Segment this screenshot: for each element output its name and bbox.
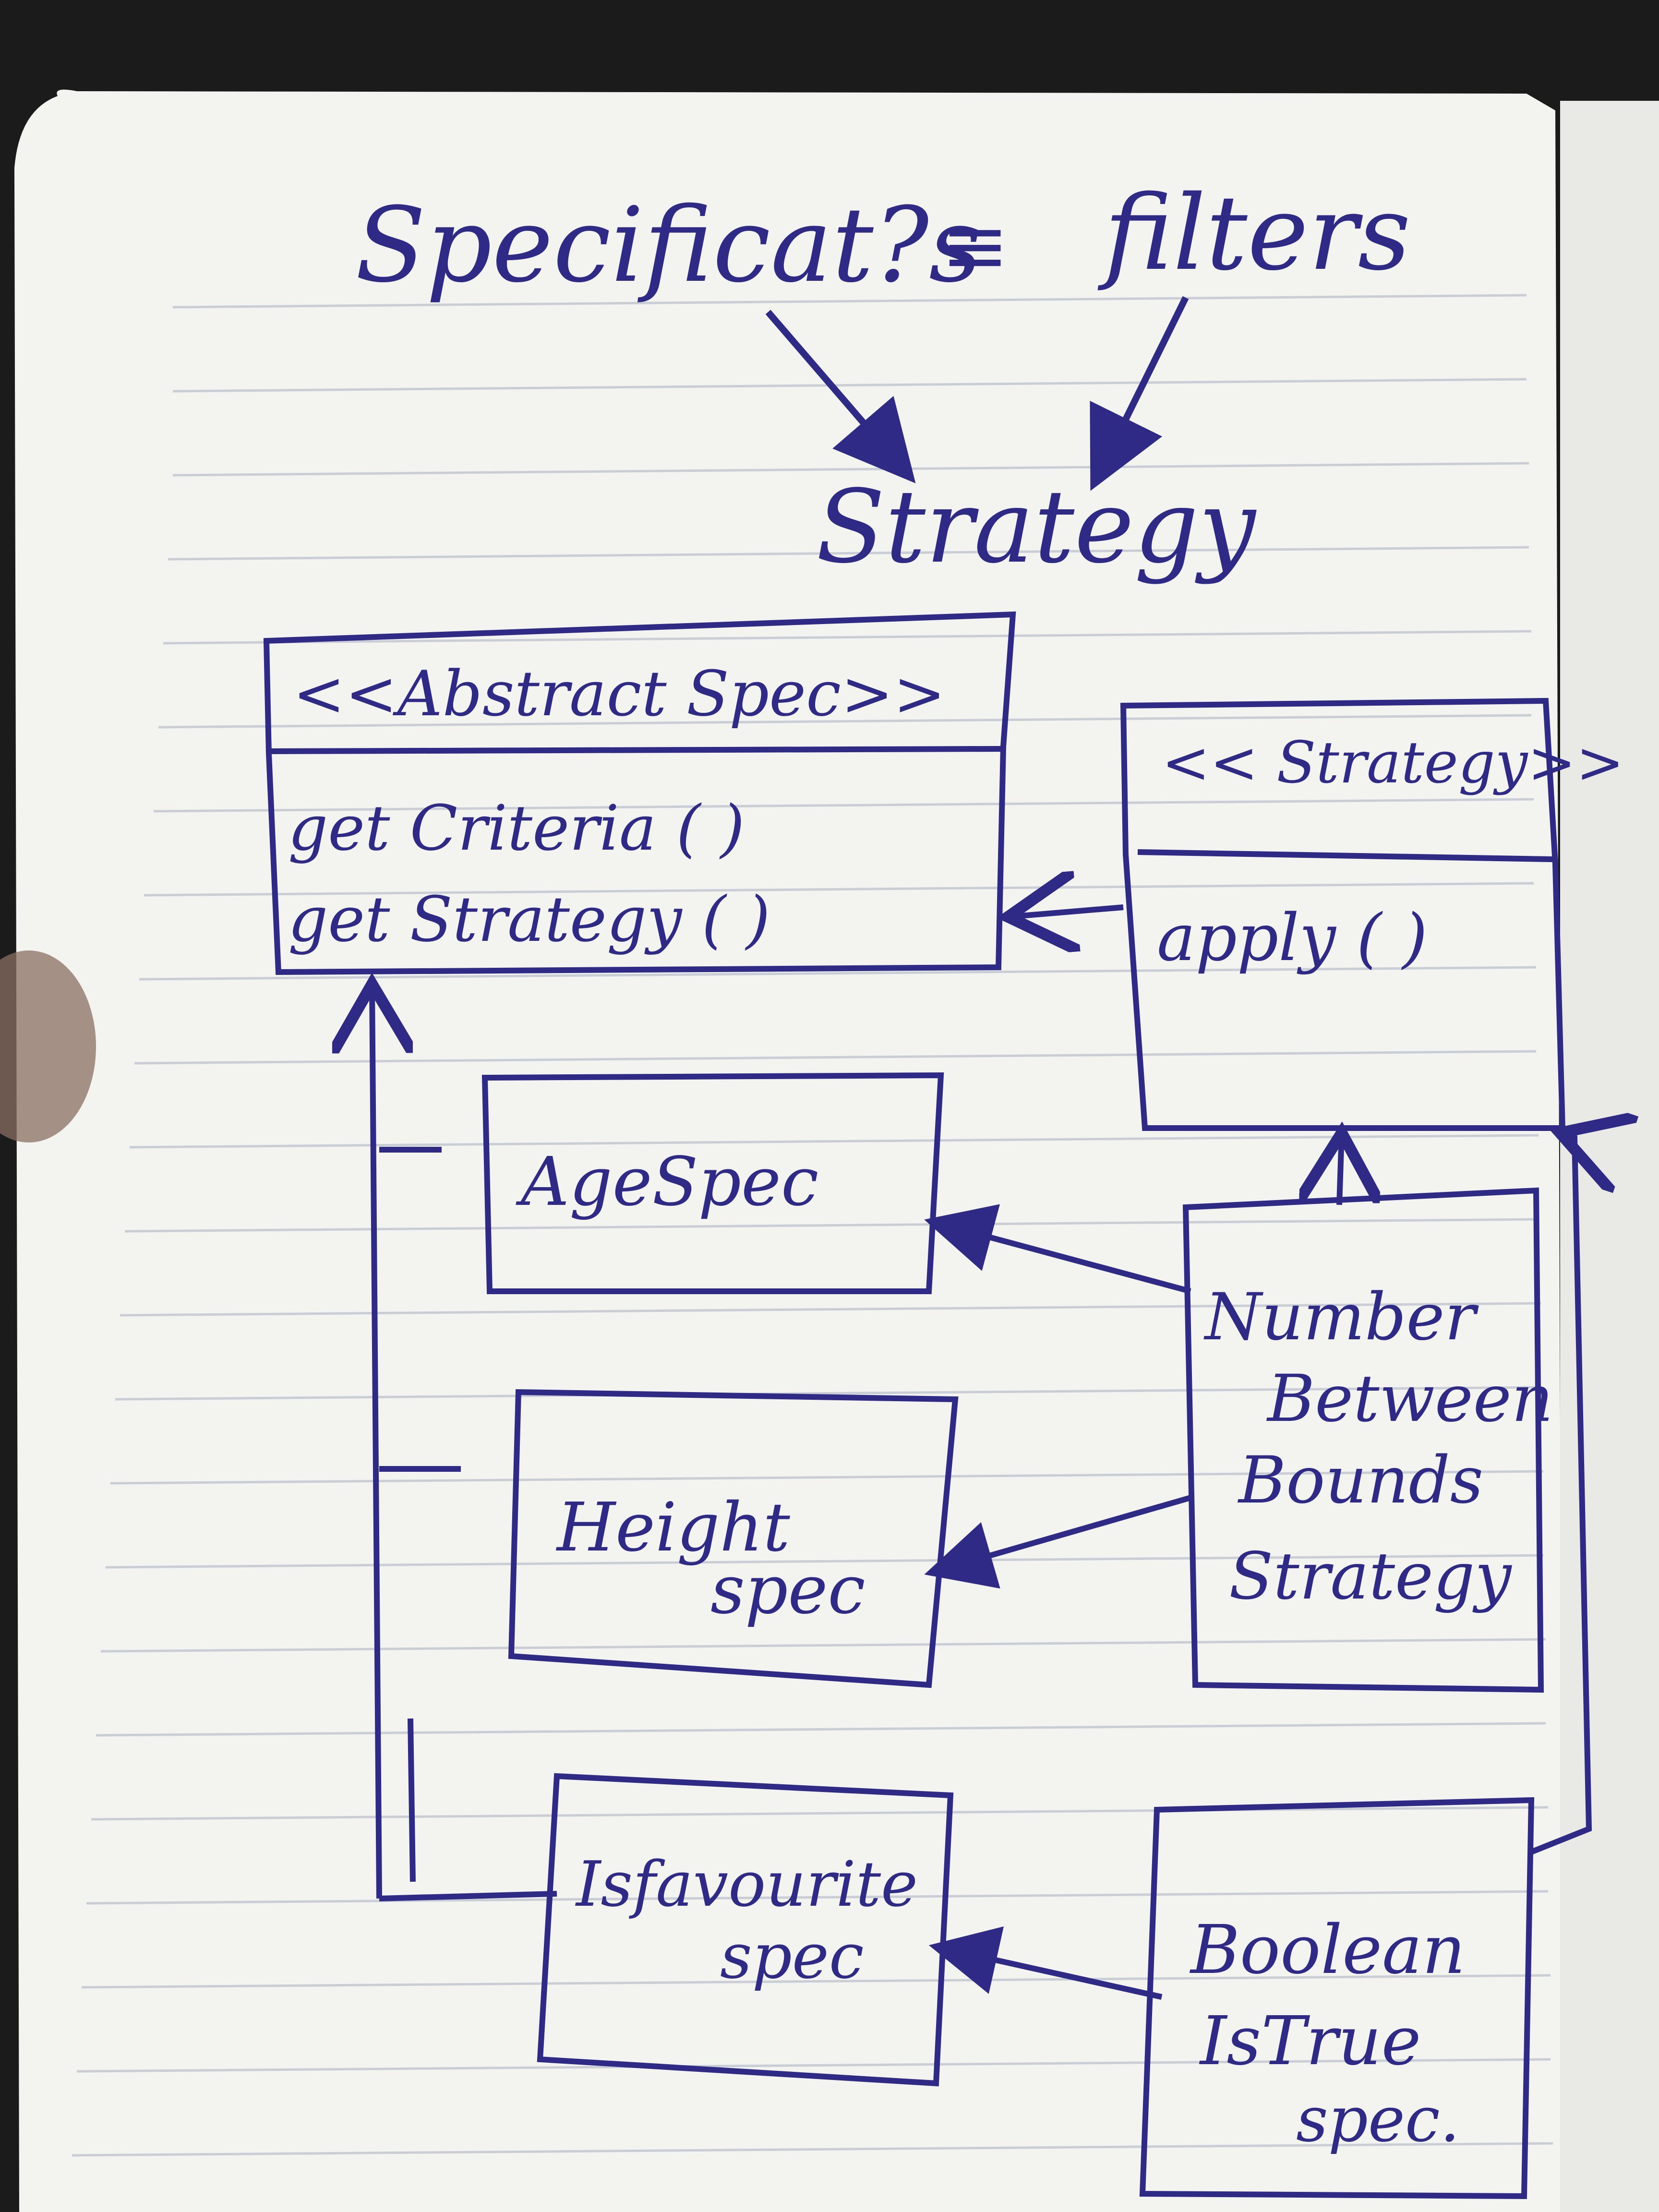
arrow-number-strategy-to-strategy (1339, 1133, 1342, 1205)
arrow-specifications-to-strategy (765, 310, 916, 483)
boolean-spec-label-line3: spec. (1296, 2083, 1460, 2156)
boolean-spec-box (1139, 1797, 1535, 2200)
boolean-spec-label-line1: Boolean (1189, 1911, 1466, 1989)
heading-equivalence-sign: ≡ (941, 198, 1009, 293)
favourite-spec-box (537, 1773, 954, 2087)
heading-specifications: Specificat?s (355, 185, 982, 305)
age-spec-label: AgeSpec (516, 1143, 818, 1221)
number-strategy-box (1182, 1187, 1544, 1693)
strategy-method-apply: apply ( ) (1157, 900, 1428, 975)
heading-filters: filters (1097, 173, 1411, 293)
inheritance-connector (372, 984, 557, 1901)
heading: Specificat?s ≡ filters Strategy (355, 173, 1411, 586)
height-spec-label-line2: spec (710, 1551, 866, 1629)
height-spec-box (508, 1389, 959, 1688)
connector-boolean-spec-to-strategy (1527, 1133, 1589, 1856)
arrow-filters-to-strategy (1090, 296, 1189, 491)
favourite-spec-label-line2: spec (720, 1920, 864, 1993)
boolean-spec-label-line2: IsTrue (1199, 2002, 1421, 2080)
number-strategy-label-line3: Bounds (1237, 1443, 1483, 1518)
thumb-shadow (0, 950, 96, 1142)
notebook-page (14, 89, 1563, 2212)
arrow-number-strategy-to-age-spec (924, 1204, 1191, 1294)
abstract-spec-method-get-strategy: get Strategy ( ) (288, 883, 770, 956)
arrow-strategy-to-abstract-spec (1008, 907, 1124, 917)
abstract-spec-stereotype: <<Abstract Spec>> (293, 657, 946, 730)
favourite-spec-label-line1: Isfavourite (575, 1848, 918, 1921)
number-strategy-label-line2: Between (1266, 1361, 1553, 1436)
age-spec-box (481, 1072, 944, 1294)
ruled-lines (72, 294, 1553, 2157)
abstract-spec-box (263, 611, 1016, 975)
arrow-boolean-spec-to-favourite-spec (928, 1926, 1163, 2000)
height-spec-label-line1: Height (555, 1489, 791, 1567)
abstract-spec-method-get-criteria: get Criteria ( ) (288, 792, 745, 865)
heading-strategy: Strategy (816, 468, 1257, 586)
number-strategy-label-line1: Number (1203, 1279, 1479, 1355)
number-strategy-label-line4: Strategy (1229, 1539, 1512, 1614)
arrow-number-strategy-to-height-spec (924, 1495, 1191, 1589)
strategy-stereotype: << Strategy>> (1162, 730, 1624, 796)
